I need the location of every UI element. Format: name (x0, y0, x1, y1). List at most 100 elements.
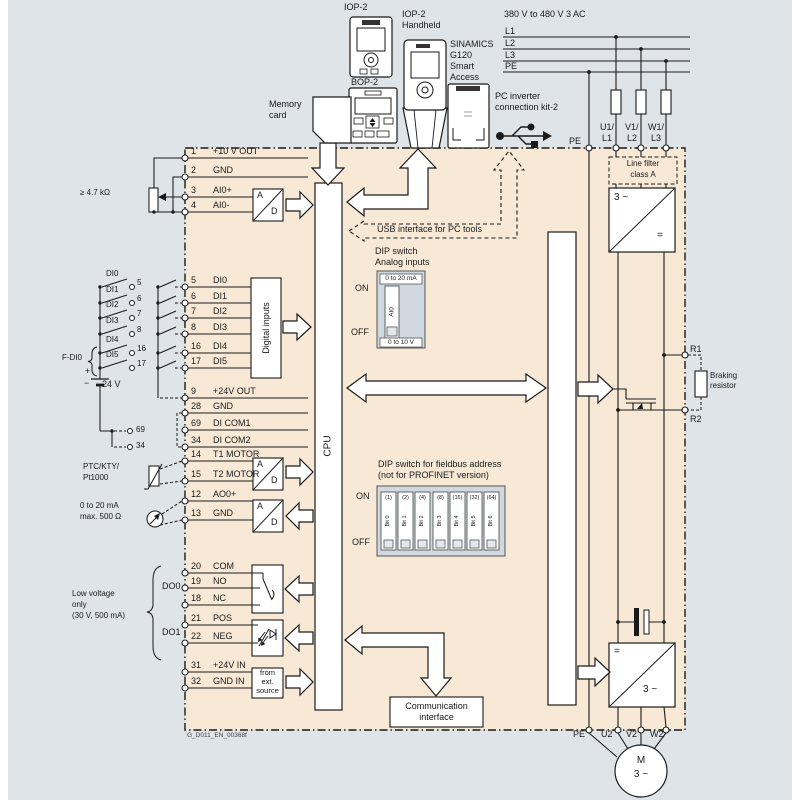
terminal-13-number: 13 (191, 508, 202, 518)
ptc-sensor-symbol (144, 460, 183, 490)
low-voltage-label-1: Low voltage (72, 589, 115, 598)
terminal-69-number: 69 (191, 418, 202, 428)
bop2-device-icon (348, 87, 398, 144)
supply-l3-label: L3 (505, 50, 516, 60)
terminal-v1-label: V1/ (625, 122, 639, 132)
pc-kit-label-2: connection kit-2 (495, 102, 559, 112)
terminal-22-label: NEG (213, 631, 233, 641)
dip-bit0-value: (1) (385, 495, 392, 501)
dc-link-capacitor (634, 608, 650, 636)
battery-symbol (91, 378, 109, 387)
battery-plus-label: + (85, 366, 91, 376)
dip-analog-title-1: DIP switch (375, 246, 418, 256)
comm-interface-label-2: interface (419, 712, 454, 722)
switch-di1-label: DI1 (106, 285, 119, 294)
inverter-ac-label: 3 ~ (643, 684, 658, 695)
dip-bit6-label: Bit 6 (488, 515, 494, 527)
rectifier-box (608, 187, 676, 253)
terminal-32-label: GND IN (213, 676, 245, 686)
terminal-34-number: 34 (191, 435, 202, 445)
motor-phase-label: 3 ~ (633, 769, 649, 780)
motor-symbol (588, 732, 668, 798)
opto-out-arrow (284, 623, 314, 653)
ext-source-label-1: from (260, 668, 275, 677)
do0-label: DO0 (162, 581, 181, 591)
dip-bit5-label: Bit 5 (471, 515, 477, 527)
potentiometer-wiper-arrow (158, 193, 166, 201)
smart-access-label-1: SINAMICS (450, 39, 494, 49)
terminal-2-label: GND (213, 165, 233, 175)
dip-fieldbus-on-label: ON (356, 491, 370, 501)
terminal-12-number: 12 (191, 489, 202, 499)
relay-out-arrow (284, 574, 314, 604)
smart-access-icon (447, 83, 490, 149)
io-boxes (250, 188, 484, 728)
terminal-3-label: AI0+ (213, 185, 232, 195)
terminal-1-number: 1 (191, 146, 197, 156)
iop2-label: IOP-2 (344, 2, 368, 12)
chopper-drive-arrow (577, 373, 614, 405)
terminal-5-number: 5 (191, 275, 197, 285)
ad1-d-label: D (271, 206, 278, 216)
cpu-bar (314, 182, 343, 711)
line-filter-label-1: Line filter (626, 159, 660, 168)
dip-fieldbus-off-label: OFF (352, 537, 370, 547)
terminal-4-number: 4 (191, 200, 197, 210)
terminal-22-number: 22 (191, 631, 202, 641)
digital-inputs-block-label: Digital inputs (261, 302, 271, 354)
terminal-circles (181, 144, 689, 734)
smart-access-label-2: G120 (450, 50, 473, 60)
ext-69-label: 69 (136, 425, 145, 434)
iop2-device-icon (349, 16, 393, 78)
terminal-l3-label: L3 (651, 133, 662, 143)
terminal-19-number: 19 (191, 576, 202, 586)
terminal-13-label: GND (213, 508, 233, 518)
diagram-id-label: G_D011_EN_00368f (187, 732, 247, 739)
dip-analog-bottom-label: 0 to 10 V (387, 339, 415, 346)
terminal-4-label: AI0- (213, 200, 230, 210)
handheld-label-1: IOP-2 (402, 9, 426, 19)
terminal-18-label: NC (213, 593, 226, 603)
terminal-6-number: 6 (191, 291, 197, 301)
dip-bit6-value: (64) (486, 495, 497, 501)
terminal-pe-in-label: PE (569, 136, 582, 146)
switch-di4-label: DI4 (106, 335, 119, 344)
dip-bit0-label: Bit 0 (385, 515, 391, 527)
motor-m-label: M (636, 755, 646, 766)
terminal-3-number: 3 (191, 185, 197, 195)
optocoupler-symbol (252, 624, 277, 647)
memory-card-label-2: card (269, 110, 287, 120)
terminal-v2-label: V2 (626, 729, 638, 739)
analog-out-arrow (285, 501, 314, 531)
ammeter-needle-arrow (154, 513, 160, 520)
terminal-l2-label: L2 (627, 133, 638, 143)
ptc-label-2: Pt1000 (83, 473, 109, 482)
dip-bit4-value: (16) (452, 495, 463, 501)
terminal-31-label: +24V IN (213, 660, 246, 670)
switch-di5-number: 17 (137, 359, 146, 368)
terminal-w2-label: W2 (650, 729, 664, 739)
memory-card-label-1: Memory (269, 99, 302, 109)
usb-icon (496, 123, 552, 148)
pot-value-label: ≥ 4.7 kΩ (80, 188, 110, 197)
terminal-12-label: AO0+ (213, 489, 237, 499)
switch-di4-number: 16 (137, 344, 146, 353)
dip-bit2-value: (4) (419, 495, 426, 501)
terminal-u2-label: U2 (601, 729, 613, 739)
cpu-power-double-arrow (345, 372, 548, 404)
terminal-8-number: 8 (191, 322, 197, 332)
terminal-20-label: COM (213, 561, 234, 571)
terminal-7-label: DI2 (213, 306, 228, 316)
terminal-u1-label: U1/ (600, 122, 615, 132)
terminal-15-number: 15 (191, 469, 202, 479)
ao-load-label: max. 500 Ω (80, 512, 122, 521)
braking-resistor (688, 354, 708, 411)
low-voltage-brace (146, 565, 162, 661)
supply-pe-label: PE (505, 61, 518, 71)
inverter-dc-label: = (614, 646, 620, 657)
terminal-28-number: 28 (191, 401, 202, 411)
supply-voltage-label: 380 V to 480 V 3 AC (504, 9, 586, 19)
r2-label: R2 (690, 414, 702, 424)
